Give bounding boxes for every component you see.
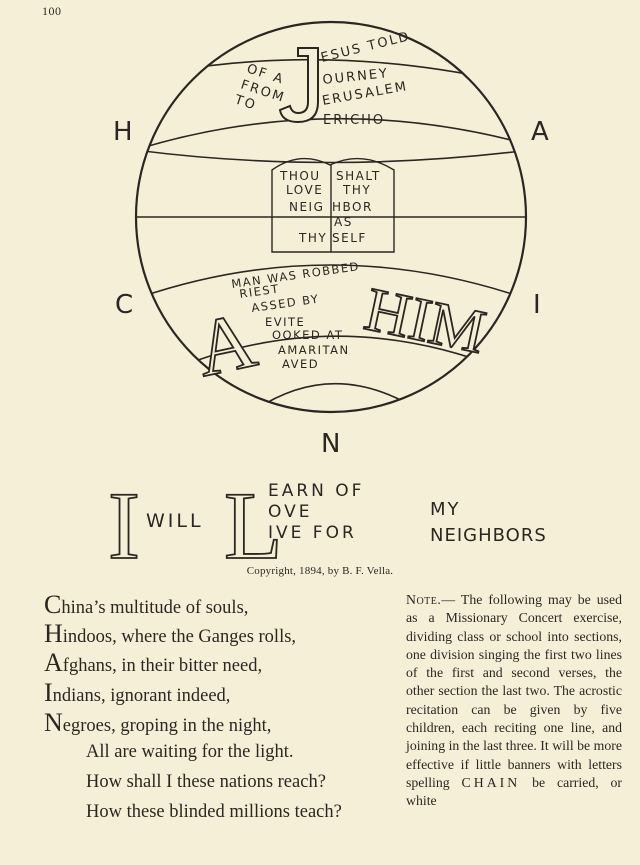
note-label: Note. xyxy=(406,592,442,607)
banner-mid-2: OVE xyxy=(268,502,312,522)
bottom-band-lower-line xyxy=(159,335,506,376)
tablet-left-3: NEIG xyxy=(289,200,324,214)
poem-line: China’s multitude of souls, xyxy=(44,590,249,619)
bottom-line-4: EVITE xyxy=(265,315,305,329)
letter-a: A xyxy=(531,117,549,147)
note-body-1: — The following may be used as a Mission… xyxy=(406,592,622,790)
letter-h: H xyxy=(113,117,133,147)
poem-line: Negroes, groping in the night, xyxy=(44,708,272,737)
middle-upper-line xyxy=(136,149,526,164)
poem-cap: C xyxy=(44,590,62,619)
bottom-line-2: RIEST xyxy=(238,281,280,300)
top-right-line-2: OURNEY xyxy=(322,66,390,88)
top-right-line-4: ERICHO xyxy=(323,113,385,128)
top-left-line-3: TO xyxy=(232,92,259,113)
poem-cap: H xyxy=(44,619,63,648)
copyright-line: Copyright, 1894, by B. F. Vella. xyxy=(246,565,394,577)
globe-illustration: H A C I N OF A FROM TO ESUS TOLD OURNEY … xyxy=(113,20,549,459)
letter-n: N xyxy=(321,429,340,459)
letter-i: I xyxy=(533,290,541,320)
banner-will: WILL xyxy=(146,510,204,532)
poem-cap: I xyxy=(44,678,53,707)
banner: I WILL L EARN OF OVE IVE FOR MY NEIGHBOR… xyxy=(107,471,547,565)
note-paragraph: Note.— The following may be used as a Mi… xyxy=(406,591,622,811)
bottom-line-7: AVED xyxy=(282,357,319,371)
poem-line: How these blinded millions teach? xyxy=(86,802,342,822)
tablet-right-4: AS xyxy=(334,215,353,229)
tablet-right-5: SELF xyxy=(332,231,367,245)
poem-cap: A xyxy=(44,648,63,677)
tablet-right-1: SHALT xyxy=(336,169,381,183)
tablet-left-5: THY xyxy=(298,231,327,245)
south-cap-line xyxy=(254,382,411,411)
big-j-glyph xyxy=(278,47,319,124)
tablet-right-3: HBOR xyxy=(332,200,373,214)
note-body-2: be carried, or white xyxy=(406,774,623,809)
tablet-left-1: THOU xyxy=(279,169,321,183)
banner-mid-1: EARN OF xyxy=(268,481,364,501)
banner-right-2: NEIGHBORS xyxy=(430,525,547,546)
page-number: 100 xyxy=(42,4,62,18)
bottom-line-6: AMARITAN xyxy=(278,343,350,357)
bottom-band-upper-line xyxy=(136,264,526,301)
letter-c: C xyxy=(115,290,133,320)
poem-line: All are waiting for the light. xyxy=(86,742,294,762)
poem-cap: N xyxy=(44,708,63,737)
poem-line: Hindoos, where the Ganges rolls, xyxy=(44,619,297,648)
poem-line: Indians, ignorant indeed, xyxy=(44,678,231,707)
note-chain: CHAIN xyxy=(461,774,521,790)
banner-right-1: MY xyxy=(430,499,461,520)
banner-big-l: L xyxy=(224,472,283,565)
tablet-left-2: LOVE xyxy=(286,183,323,197)
poem-line: How shall I these nations reach? xyxy=(86,772,326,792)
tablet-right-2: THY xyxy=(342,183,371,197)
tablet xyxy=(271,157,395,253)
big-him-glyph: HIM xyxy=(359,275,491,367)
banner-mid-3: IVE FOR xyxy=(268,523,357,543)
banner-big-i: I xyxy=(108,472,140,565)
poem-line: Afghans, in their bitter need, xyxy=(44,648,263,677)
bottom-line-5: OOKED AT xyxy=(272,328,343,342)
top-right-line-1: ESUS TOLD xyxy=(319,29,412,66)
top-band-lower-line xyxy=(136,117,526,151)
